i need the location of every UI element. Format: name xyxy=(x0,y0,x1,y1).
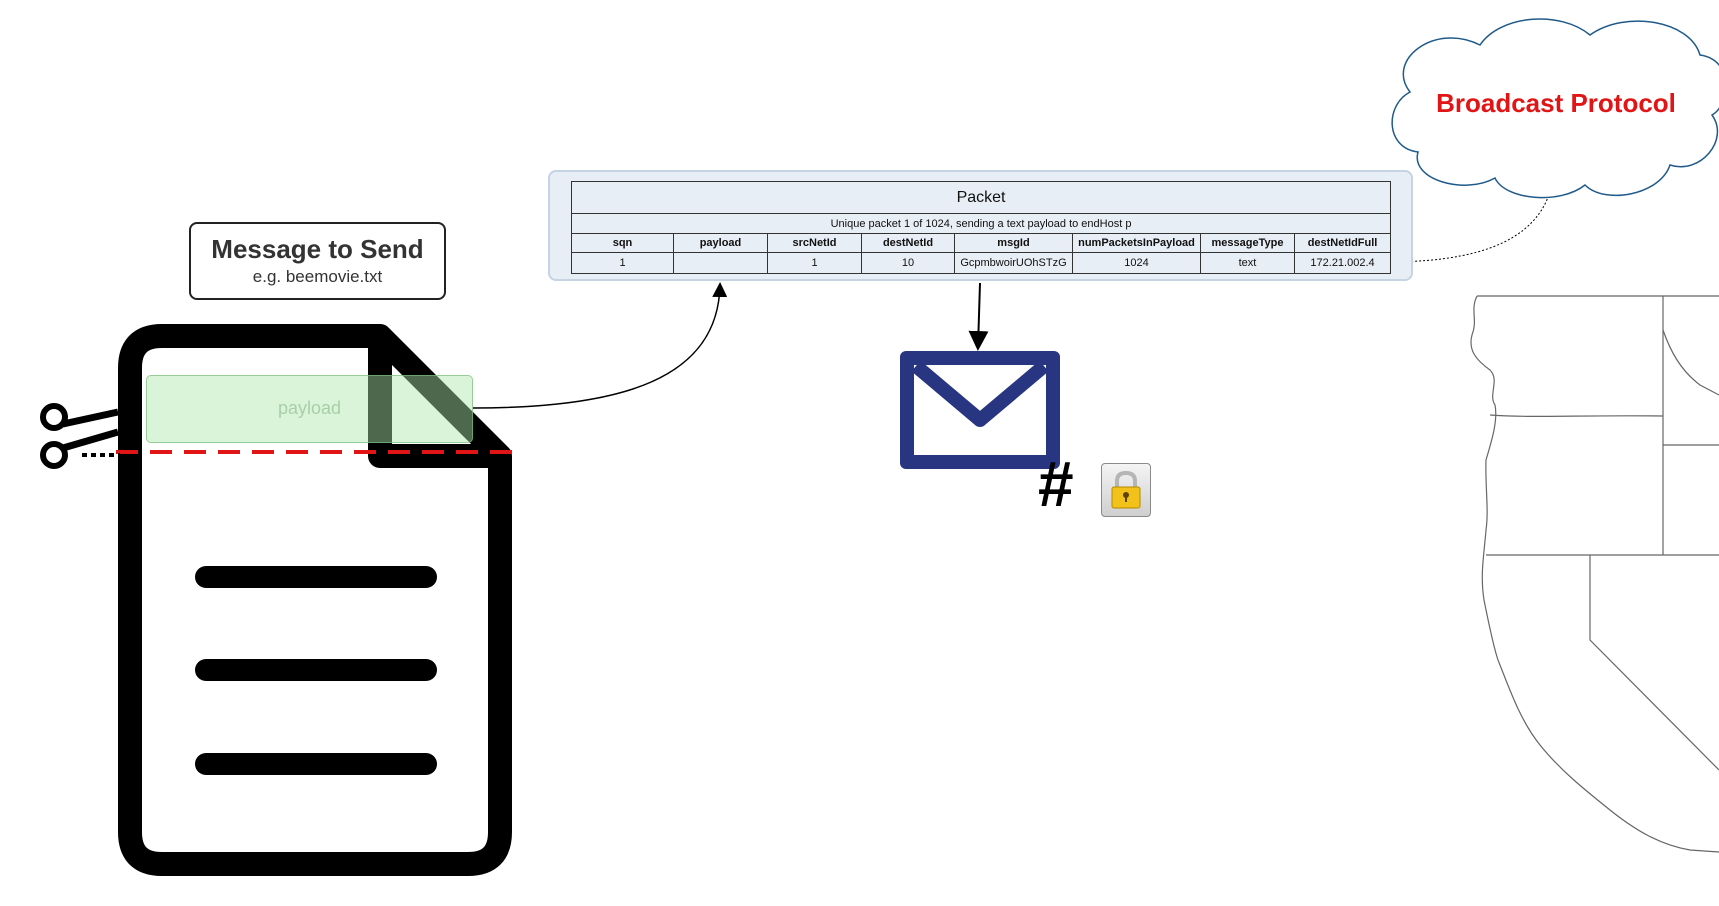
header-numpackets: numPacketsInPayload xyxy=(1072,233,1201,253)
header-messagetype: messageType xyxy=(1200,233,1295,253)
us-west-map xyxy=(1470,295,1719,853)
cloud-shape xyxy=(1391,18,1719,199)
header-sqn: sqn xyxy=(571,233,674,253)
arrow-payload-to-packet xyxy=(472,282,728,409)
header-payload: payload xyxy=(673,233,768,253)
packet-title: Packet xyxy=(570,181,1392,214)
payload-band xyxy=(146,375,473,443)
envelope-icon xyxy=(900,351,1060,469)
packet-data-row: 1 1 10 GcpmbwoirUOhSTzG 1024 text 172.21… xyxy=(571,252,1392,274)
cell-payload xyxy=(673,252,768,274)
header-msgid: msgId xyxy=(954,233,1073,253)
packet-header-row: sqn payload srcNetId destNetId msgId num… xyxy=(571,233,1392,253)
cell-messagetype: text xyxy=(1200,252,1295,274)
header-destnetidfull: destNetIdFull xyxy=(1293,233,1392,253)
message-to-send-box: Message to Send e.g. beemovie.txt xyxy=(189,222,446,300)
packet-table: Packet Unique packet 1 of 1024, sending … xyxy=(570,181,1392,274)
payload-label: payload xyxy=(277,398,342,418)
scissors-icon xyxy=(40,403,120,469)
message-subtitle: e.g. beemovie.txt xyxy=(252,267,383,286)
cell-numpackets: 1024 xyxy=(1072,252,1201,274)
cell-msgid: GcpmbwoirUOhSTzG xyxy=(954,252,1073,274)
message-title: Message to Send xyxy=(211,234,424,264)
cell-srcnetid: 1 xyxy=(767,252,862,274)
packet-subtitle: Unique packet 1 of 1024, sending a text … xyxy=(570,213,1392,234)
lock-icon xyxy=(1101,463,1151,517)
header-srcnetid: srcNetId xyxy=(767,233,862,253)
cell-destnetidfull: 172.21.002.4 xyxy=(1293,252,1392,274)
hash-icon: # xyxy=(1038,448,1074,520)
broadcast-protocol-label: Broadcast Protocol xyxy=(1436,88,1676,118)
header-destnetid: destNetId xyxy=(861,233,955,253)
document-icon xyxy=(118,324,512,876)
cell-sqn: 1 xyxy=(571,252,674,274)
arrow-packet-to-envelope xyxy=(968,282,989,351)
cell-destnetid: 10 xyxy=(861,252,955,274)
